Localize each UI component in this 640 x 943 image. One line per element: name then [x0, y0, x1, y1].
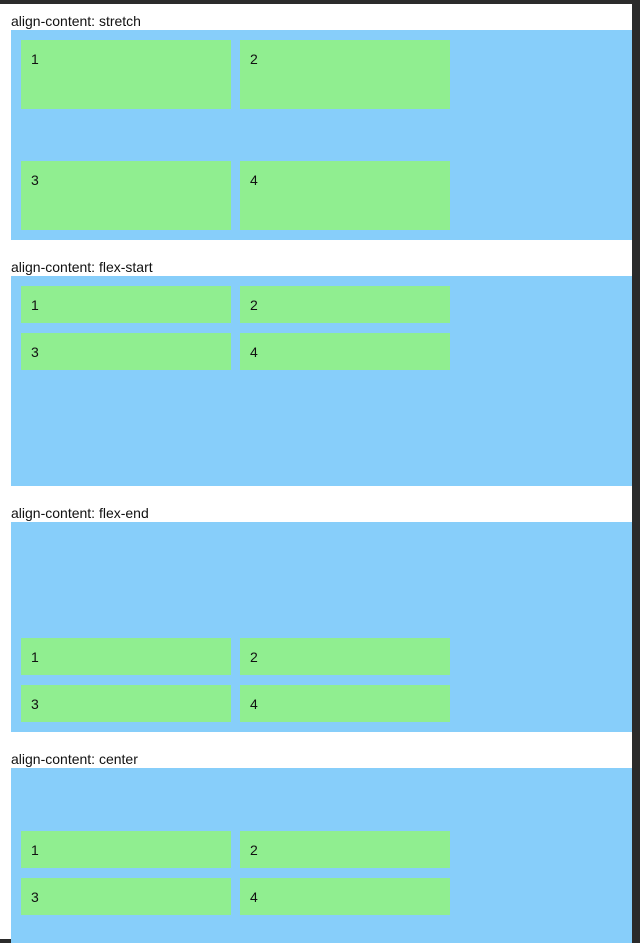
flex-container-flex-start: 1 2 3 4 — [11, 276, 632, 486]
flex-item: 1 — [21, 40, 231, 109]
flex-item: 3 — [21, 878, 231, 915]
section-label-flex-end: align-content: flex-end — [11, 505, 149, 521]
section-label-center: align-content: center — [11, 751, 138, 767]
section-label-stretch: align-content: stretch — [11, 13, 141, 29]
flex-item: 2 — [240, 831, 450, 868]
flex-item: 3 — [21, 333, 231, 370]
flex-item: 1 — [21, 286, 231, 323]
flex-item: 1 — [21, 638, 231, 675]
flex-item: 3 — [21, 685, 231, 722]
flex-item: 2 — [240, 40, 450, 109]
flex-item: 4 — [240, 161, 450, 230]
flex-item: 4 — [240, 685, 450, 722]
flex-item: 3 — [21, 161, 231, 230]
section-label-flex-start: align-content: flex-start — [11, 259, 153, 275]
demo-page: align-content: stretch 1 2 3 4 align-con… — [0, 4, 632, 943]
flex-item: 4 — [240, 878, 450, 915]
flex-item: 1 — [21, 831, 231, 868]
flex-item: 2 — [240, 638, 450, 675]
flex-lines-group: 1 2 3 4 — [21, 831, 461, 915]
flex-item: 4 — [240, 333, 450, 370]
flex-container-flex-end: 1 2 3 4 — [11, 522, 632, 732]
flex-container-center: 1 2 3 4 — [11, 768, 632, 943]
flex-container-stretch: 1 2 3 4 — [11, 30, 632, 240]
flex-item: 2 — [240, 286, 450, 323]
